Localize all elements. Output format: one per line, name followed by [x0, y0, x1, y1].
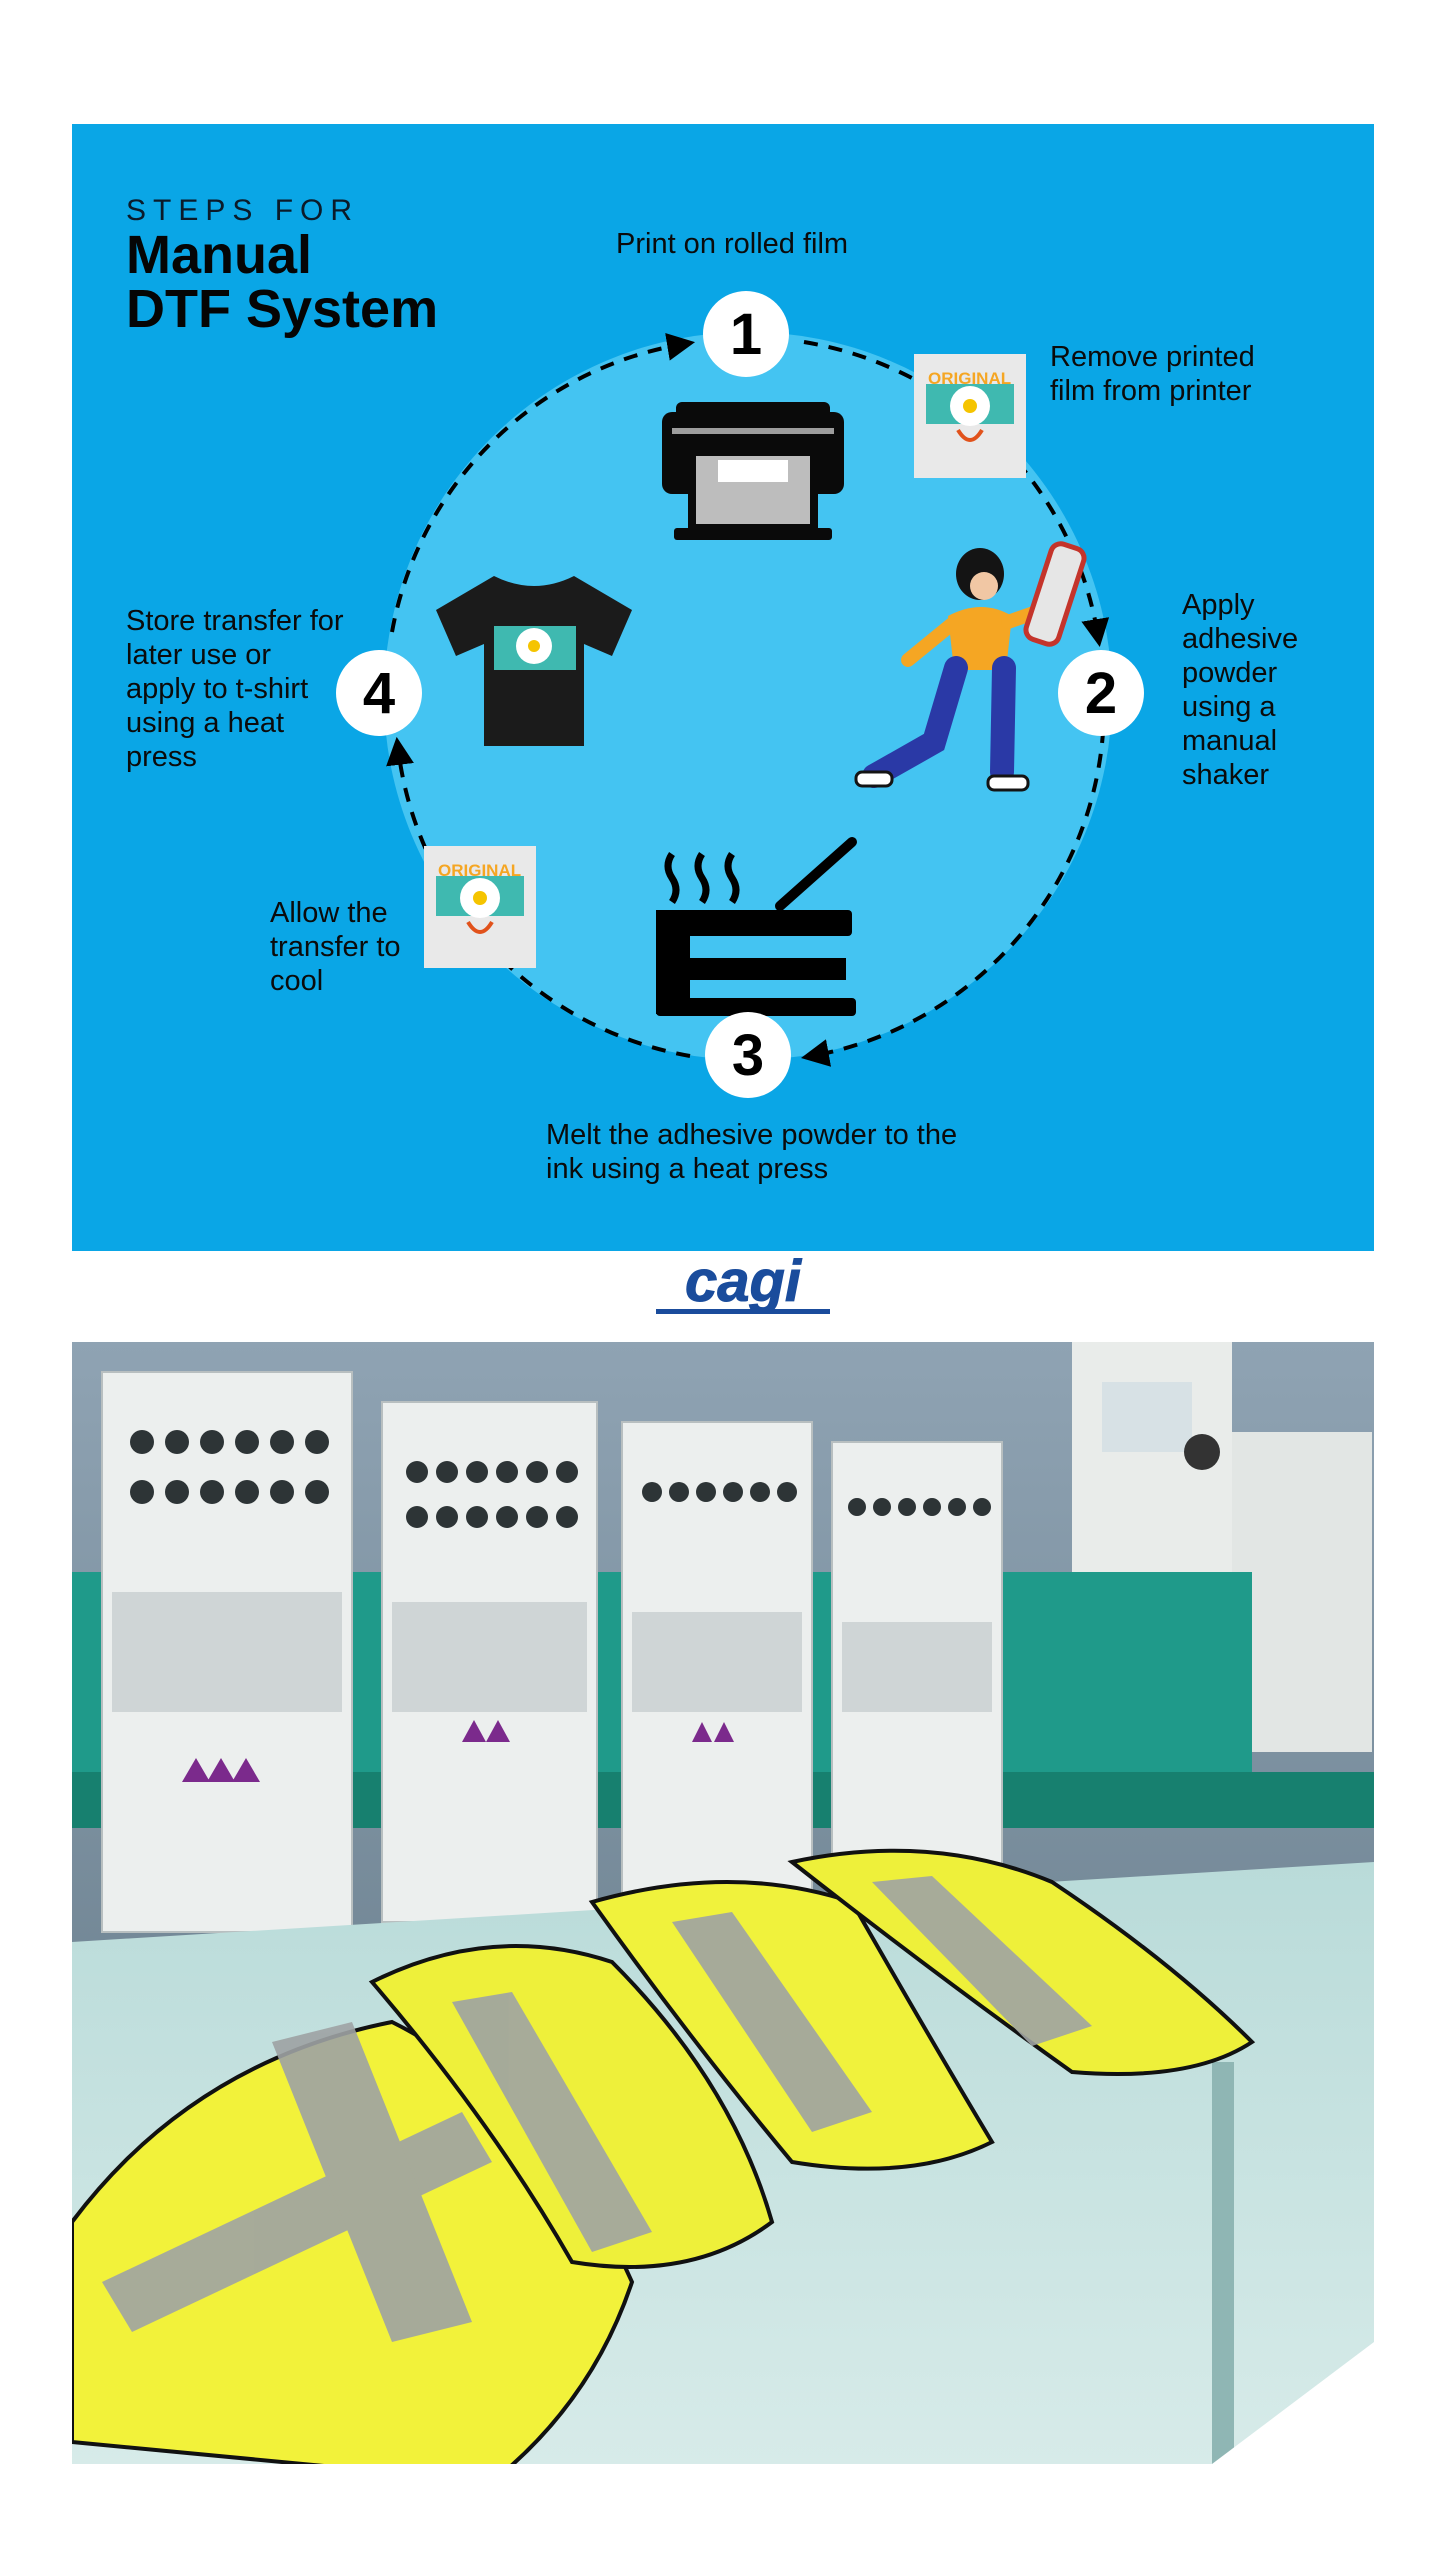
step-2-caption: Apply adhesive powder using a manual sha… [1182, 589, 1299, 791]
embroidery-machines-photo [72, 1342, 1374, 2464]
step-4-badge: 4 [336, 650, 422, 736]
svg-text:ORIGINAL: ORIGINAL [928, 369, 1011, 388]
logo-wordmark: cagi [685, 1255, 803, 1314]
heat-press-icon [656, 837, 857, 1016]
arc-4-to-1 [390, 332, 696, 633]
transfer-film-icon: ORIGINAL [914, 354, 1026, 478]
transfer-film-icon: ORIGINAL [424, 846, 536, 968]
page-title: Manual DTF System [126, 228, 438, 336]
arc-1-to-2 [803, 340, 1110, 648]
dtf-steps-panel: ORIGINAL [72, 124, 1374, 1251]
inner-circle [384, 332, 1112, 1060]
svg-text:ORIGINAL: ORIGINAL [438, 861, 521, 880]
title-line-1: Manual [126, 225, 313, 285]
title-line-2: DTF System [126, 279, 439, 339]
eyebrow-label: STEPS FOR [126, 194, 360, 227]
tshirt-icon [436, 576, 632, 746]
cool-transfer-caption: Allow the transfer to cool [270, 897, 401, 997]
step-2-badge: 2 [1058, 650, 1144, 736]
step-3-badge: 3 [705, 1012, 791, 1098]
woman-shaker-icon [854, 541, 1087, 792]
cycle-diagram: ORIGINAL [384, 332, 1112, 1067]
remove-film-caption: Remove printed film from printer [1050, 341, 1255, 407]
step-1-caption: Print on rolled film [616, 228, 849, 260]
step-4-caption: Store transfer for later use or apply to… [126, 605, 344, 773]
cagi-logo: cagi [656, 1255, 830, 1315]
printer-icon [662, 402, 844, 540]
step-3-caption: Melt the adhesive powder to the ink usin… [546, 1119, 958, 1185]
step-1-badge: 1 [703, 291, 789, 377]
